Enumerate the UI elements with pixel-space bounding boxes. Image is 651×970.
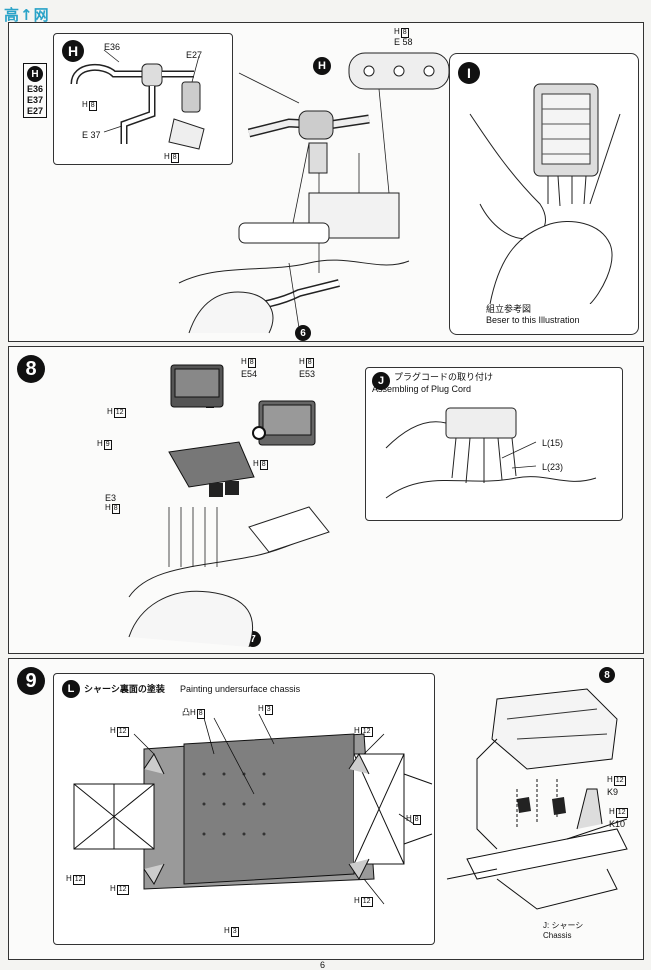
inset-h-letter: H [62, 40, 84, 62]
chassis-label-jp: J: シャーシ [543, 921, 584, 930]
inset-j-title-jp: プラグコードの取り付け [394, 372, 494, 382]
marker-h: H [313, 57, 331, 75]
marker-8: 8 [599, 667, 615, 683]
inset-l-box: L シャーシ裏面の塗装 Painting undersurface chassi… [53, 673, 435, 945]
step-8-number: 8 [17, 355, 45, 383]
engine-assembly-drawing [178, 52, 450, 334]
plug-cord-assembly-drawing [128, 364, 330, 647]
watermark-logo: 高↑网 [4, 6, 50, 24]
chassis-assembly-drawing [446, 688, 628, 910]
caption-en: Beser to this Illustration [486, 315, 580, 325]
label-e53: E53 [299, 369, 316, 379]
inset-j-title-en: Assembling of Plug Cord [372, 384, 472, 394]
inset-j-drawing [385, 407, 597, 499]
inset-h-drawing [70, 49, 205, 150]
step-9-number: 9 [17, 667, 45, 695]
part-e37: E37 [26, 95, 43, 105]
marker-6: 6 [295, 325, 311, 341]
inset-l-title-en: Painting undersurface chassis [180, 684, 301, 694]
h-letter-badge: H [27, 66, 43, 82]
step-9-section: 9 L シャーシ裏面の塗装 Painting undersurface chas… [8, 658, 644, 960]
page-number: 6 [320, 960, 326, 970]
label-e27: E27 [186, 50, 203, 60]
caption-jp: 組立参考図 [486, 304, 532, 314]
chassis-label-en: Chassis [543, 931, 572, 940]
label-e36: E36 [104, 42, 121, 52]
label-e37: E 37 [82, 130, 101, 140]
chassis-underside-drawing [73, 713, 433, 905]
h-parts-list: H E36 E37 E27 [23, 63, 47, 118]
step-8-section: 8 H8 E54 H8 E53 H12 H3 H9 H8 E3 H8 7 J プ… [8, 346, 644, 654]
label-e54: E54 [241, 369, 258, 379]
label-k9: K9 [607, 787, 619, 797]
label-e3: E3 [105, 493, 117, 503]
inset-j-box: J プラグコードの取り付け Assembling of Plug Cord L(… [365, 367, 623, 521]
part-e36: E36 [26, 84, 43, 94]
label-k10: K10 [609, 819, 626, 829]
inset-i-hands-drawing [469, 83, 621, 304]
inset-l-title-jp: シャーシ裏面の塗装 [84, 684, 165, 694]
label-l23: L(23) [542, 462, 564, 472]
inset-i-box: I 組立参考図 Beser to this Illustration [449, 53, 639, 335]
inset-i-caption: 組立参考図 Beser to this Illustration [486, 304, 580, 326]
inset-j-letter: J [372, 372, 390, 390]
inset-i-letter: I [458, 62, 480, 84]
chassis-caption: J: シャーシ Chassis [543, 921, 583, 941]
label-l15: L(15) [542, 438, 564, 448]
label-e58: E 58 [394, 37, 413, 47]
part-e27: E27 [26, 106, 43, 116]
inset-l-letter: L [62, 680, 80, 698]
